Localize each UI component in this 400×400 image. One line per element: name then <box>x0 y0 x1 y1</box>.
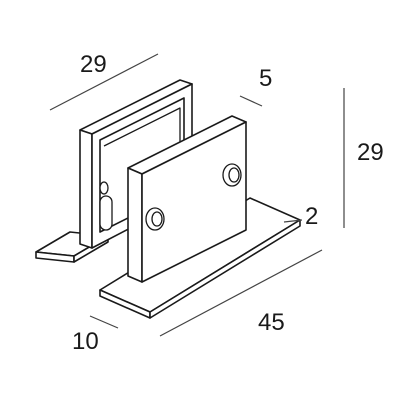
dim-label-base-depth: 10 <box>72 328 99 355</box>
dim-line-thickness <box>239 95 263 107</box>
back-frame-left-edge <box>79 129 93 249</box>
dim-label-top-width: 29 <box>80 51 107 78</box>
front-plate-left-edge <box>127 167 143 283</box>
dim-label-thickness: 5 <box>259 65 272 92</box>
back-slot <box>99 195 113 231</box>
dim-label-height: 29 <box>357 139 384 166</box>
back-hole <box>99 181 109 195</box>
front-plate-face <box>141 121 247 283</box>
dim-line-base-depth <box>89 315 119 329</box>
front-hole-left-inner <box>151 211 163 227</box>
dim-line-length <box>159 249 323 337</box>
dim-label-length: 45 <box>258 309 285 336</box>
front-base-side-face <box>149 219 301 319</box>
dim-line-top-width <box>49 53 159 111</box>
front-hole-right-inner <box>228 167 240 183</box>
dim-line-base-thickness <box>283 219 303 223</box>
dim-label-base-thickness: 2 <box>305 203 318 230</box>
